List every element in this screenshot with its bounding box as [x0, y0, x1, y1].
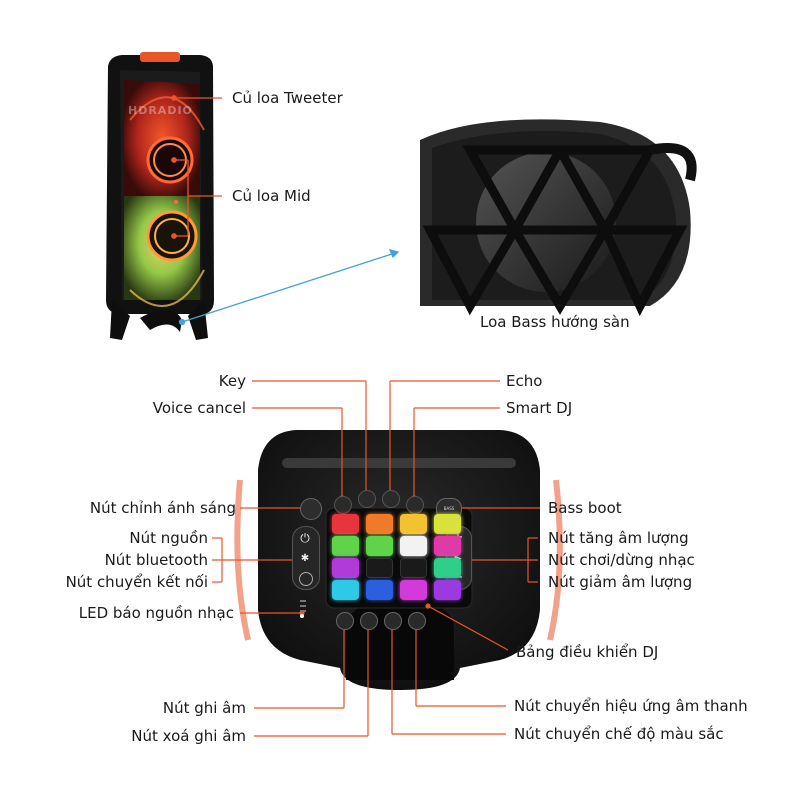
knob-voice-cancel[interactable] — [334, 496, 352, 514]
label-dj-panel: Bảng điều khiển DJ — [516, 643, 659, 661]
dj-pad-r3-c4[interactable] — [434, 558, 461, 578]
label-bass-boost: Bass boot — [548, 499, 622, 517]
dj-pad-r1-c3[interactable] — [400, 514, 427, 534]
color-mode-button[interactable] — [384, 612, 402, 630]
dj-pad-r3-c3[interactable] — [400, 558, 427, 578]
label-bass: Loa Bass hướng sàn — [480, 313, 630, 331]
dj-pad-r4-c2[interactable] — [366, 580, 393, 600]
bass-boost-glyph: BASS BOOST — [443, 506, 455, 511]
label-key: Key — [218, 372, 246, 390]
label-volume-up: Nút tăng âm lượng — [548, 529, 689, 547]
dj-pad-r1-c2[interactable] — [366, 514, 393, 534]
dj-pad-r4-c1[interactable] — [332, 580, 359, 600]
label-delete-record: Nút xoá ghi âm — [131, 727, 246, 745]
label-echo: Echo — [506, 372, 543, 390]
dj-pad-r3-c1[interactable] — [332, 558, 359, 578]
label-sound-fx: Nút chuyển hiệu ứng âm thanh — [514, 697, 748, 715]
label-power: Nút nguồn — [129, 529, 208, 547]
light-button[interactable] — [300, 498, 322, 520]
label-color-mode: Nút chuyển chế độ màu sắc — [514, 725, 724, 743]
dj-pad-r4-c4[interactable] — [434, 580, 461, 600]
sound-fx-button[interactable] — [408, 612, 426, 630]
label-led: LED báo nguồn nhạc — [78, 604, 234, 622]
label-bluetooth: Nút bluetooth — [104, 551, 208, 569]
label-connect: Nút chuyển kết nối — [65, 573, 208, 591]
power-icon: ⏻ — [300, 531, 310, 545]
label-voice-cancel: Voice cancel — [152, 399, 246, 417]
dj-pad-r2-c4[interactable] — [434, 536, 461, 556]
dj-pad-r1-c1[interactable] — [332, 514, 359, 534]
label-smart-dj: Smart DJ — [506, 399, 573, 417]
bluetooth-icon: ✱ — [300, 553, 310, 564]
label-light: Nút chỉnh ánh sáng — [89, 499, 236, 517]
power-button[interactable]: ⏻ — [297, 530, 313, 546]
dj-pad-r2-c3[interactable] — [400, 536, 427, 556]
delete-record-button[interactable] — [360, 612, 378, 630]
knob-echo[interactable] — [382, 490, 400, 508]
label-mid: Củ loa Mid — [232, 187, 311, 205]
watermark: HDRADIO — [128, 104, 193, 117]
dj-pad-r4-c3[interactable] — [400, 580, 427, 600]
label-record: Nút ghi âm — [162, 699, 246, 717]
dj-pad-grid — [332, 514, 466, 604]
speaker-leaders — [171, 95, 222, 239]
dj-pad-r2-c1[interactable] — [332, 536, 359, 556]
party-speaker-image — [106, 52, 214, 340]
label-play-pause: Nút chơi/dừng nhạc — [548, 551, 695, 569]
bluetooth-button[interactable]: ✱ — [297, 551, 313, 567]
record-button[interactable] — [336, 612, 354, 630]
control-panel-image — [234, 430, 563, 690]
dj-pad-r2-c2[interactable] — [366, 536, 393, 556]
label-volume-down: Nút giảm âm lượng — [548, 573, 693, 591]
label-tweeter: Củ loa Tweeter — [232, 89, 343, 107]
dj-pad-r3-c2[interactable] — [366, 558, 393, 578]
knob-key[interactable] — [358, 490, 376, 508]
dj-pad-r1-c4[interactable] — [434, 514, 461, 534]
connect-button[interactable] — [299, 572, 313, 586]
led-indicator — [298, 600, 312, 618]
knob-smart-dj[interactable] — [406, 496, 424, 514]
floor-bass-image — [404, 119, 697, 317]
